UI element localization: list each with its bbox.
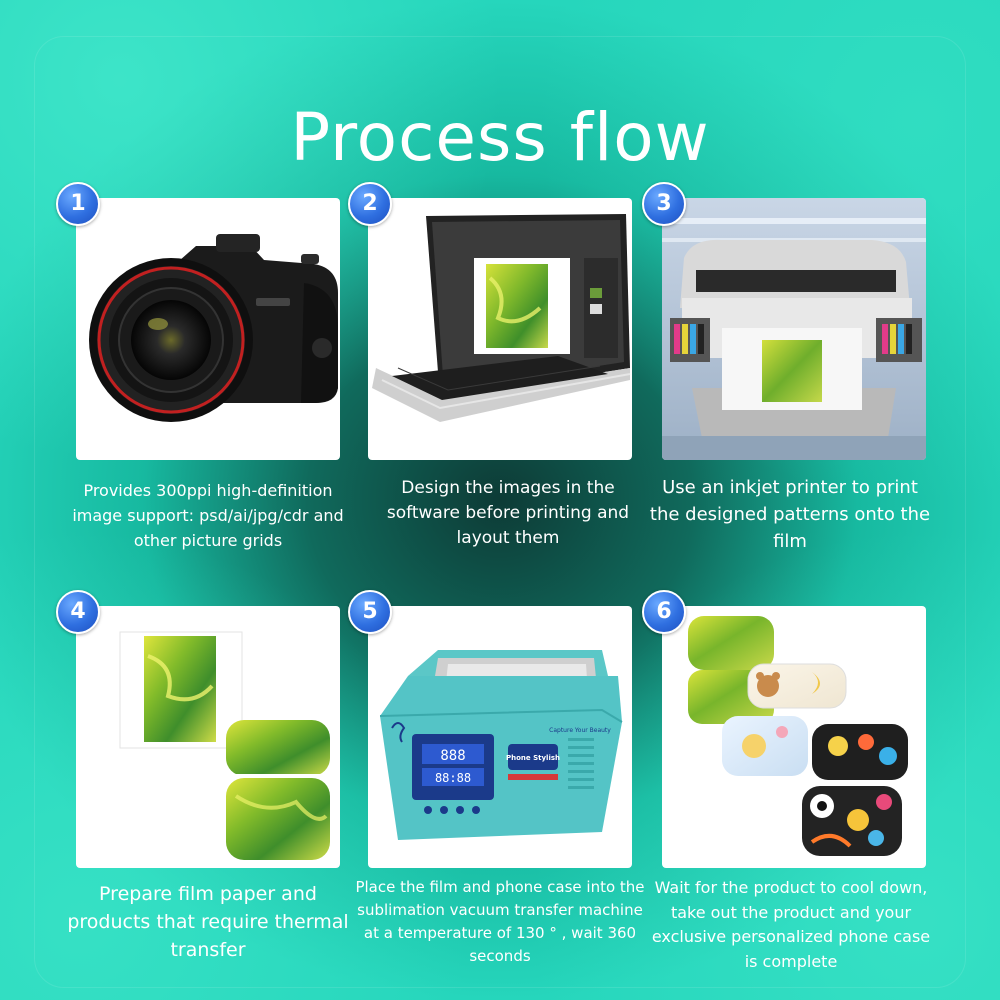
step-5-badge: 5 — [348, 590, 392, 634]
film-paper-icon — [119, 631, 330, 860]
machine-display-bottom: 88:88 — [435, 771, 471, 785]
content-frame — [34, 36, 966, 988]
machine-display-top: 888 — [440, 748, 465, 764]
machine-brand-label: Phone Stylish — [506, 754, 560, 762]
step-6-caption: Wait for the product to cool down, take … — [651, 878, 931, 971]
step-3-card — [662, 198, 926, 460]
step-3-caption: Use an inkjet printer to print the desig… — [649, 477, 931, 552]
step-4-card — [76, 606, 340, 868]
step-2-caption: Design the images in the software before… — [386, 478, 630, 548]
step-6-card — [662, 606, 926, 868]
step-2-badge: 2 — [348, 182, 392, 226]
vacuum-machine-icon: 888 88:88 Phone Stylish Capture Your Bea… — [379, 650, 623, 840]
laptop-icon — [372, 214, 631, 422]
step-1-caption: Provides 300ppi high-definition image su… — [72, 481, 344, 550]
step-1-card — [76, 198, 340, 460]
step-3-badge: 3 — [642, 182, 686, 226]
step-6-badge: 6 — [642, 590, 686, 634]
page-title: Process flow — [290, 99, 710, 177]
step-4-caption: Prepare film paper and products that req… — [67, 883, 349, 961]
camera-icon — [89, 234, 338, 422]
step-2-card — [368, 198, 632, 460]
step-5-card: 888 88:88 Phone Stylish Capture Your Bea… — [368, 606, 632, 868]
step-5-caption: Place the film and phone case into the s… — [355, 878, 645, 965]
phone-case-icon — [688, 616, 908, 856]
step-4-badge: 4 — [56, 590, 100, 634]
step-1-badge: 1 — [56, 182, 100, 226]
printer-icon — [662, 198, 926, 460]
machine-side-label: Capture Your Beauty — [549, 727, 611, 734]
